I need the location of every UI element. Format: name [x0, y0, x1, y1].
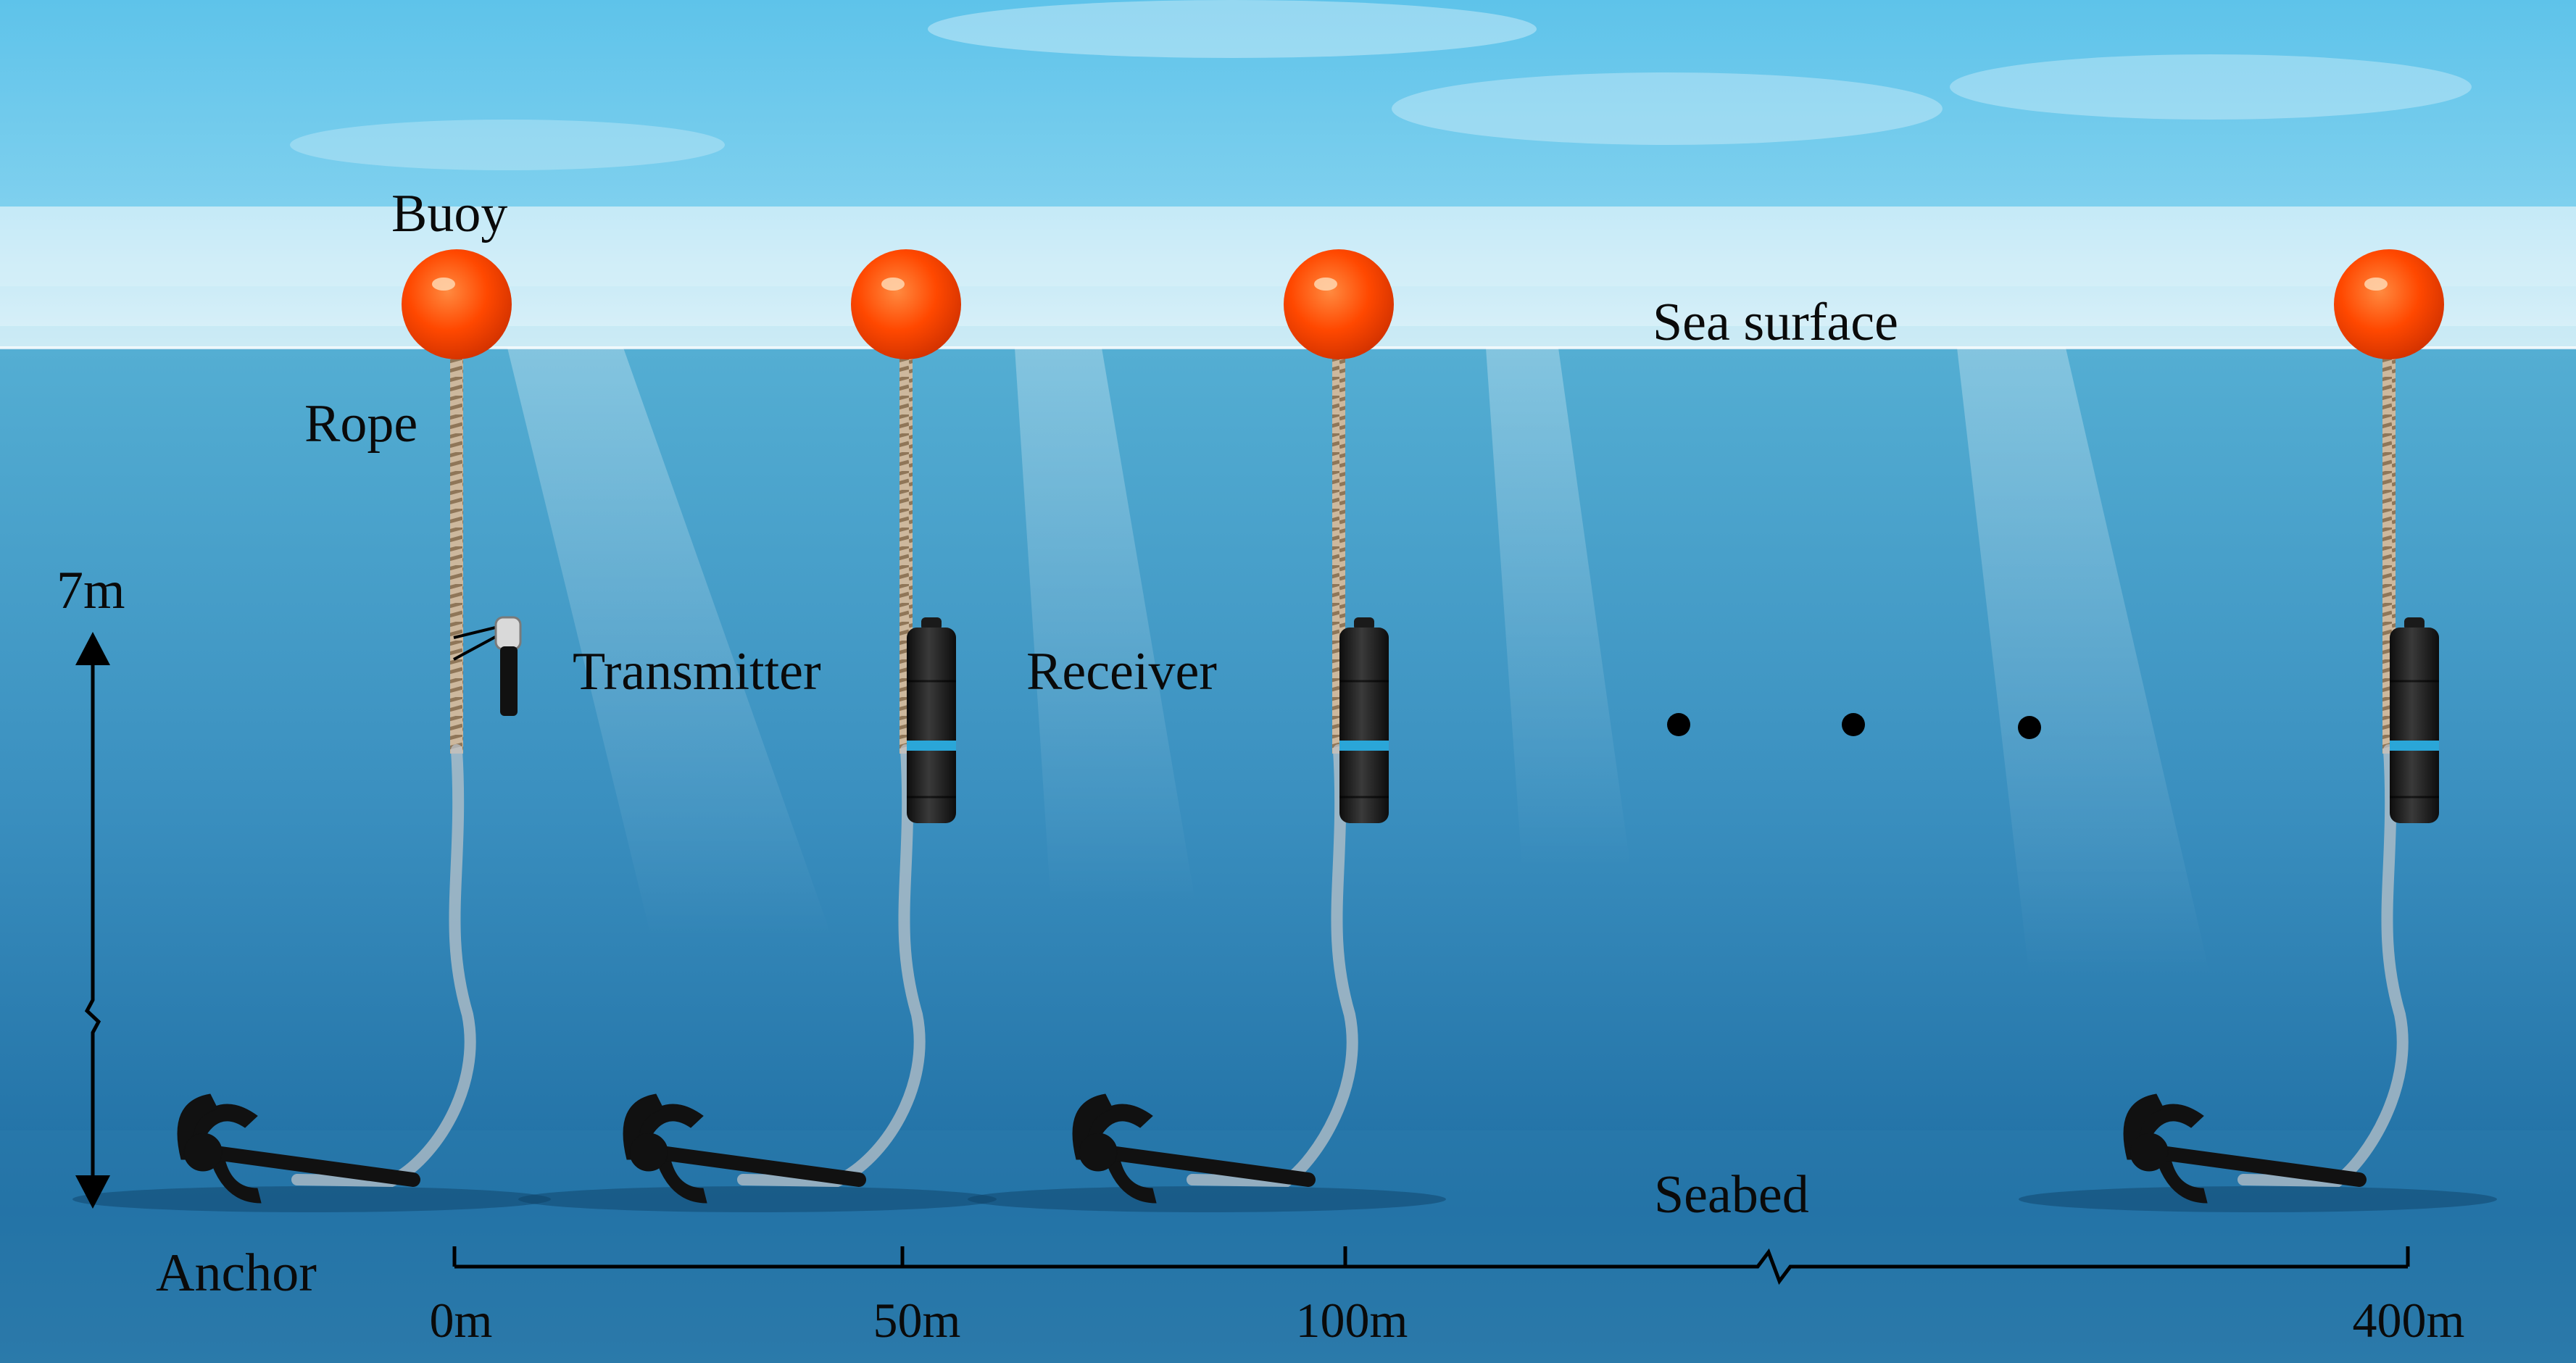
- receiver-icon: [1339, 628, 1389, 823]
- mooring-station: [2019, 249, 2497, 1212]
- receiver-band: [1339, 741, 1389, 751]
- transmitter-head: [494, 616, 522, 651]
- rope-lower: [2238, 744, 2409, 1188]
- distance-tick-0: 0m: [429, 1293, 493, 1348]
- buoy-icon: [2334, 249, 2444, 359]
- receiver-cap: [921, 617, 942, 630]
- clouds: [290, 0, 2472, 170]
- anchor-icon: [1072, 1093, 1316, 1204]
- rope-label: Rope: [304, 394, 418, 454]
- seabed-shadow: [518, 1186, 997, 1212]
- anchor-fluke: [209, 1159, 262, 1204]
- distance-tick-400: 400m: [2352, 1293, 2465, 1348]
- ellipsis-dots: [1667, 713, 2041, 739]
- depth-arrow: [84, 645, 101, 1196]
- seabed-label: Seabed: [1654, 1165, 1809, 1225]
- receiver-icon: [907, 628, 956, 823]
- anchor-crown: [183, 1133, 223, 1172]
- buoy-highlight: [881, 278, 905, 291]
- anchor-fluke: [2156, 1159, 2208, 1204]
- buoy-label: Buoy: [391, 184, 508, 243]
- distance-tick-100: 100m: [1295, 1293, 1408, 1348]
- sea-surface-label: Sea surface: [1653, 293, 1898, 352]
- anchor-crown: [2130, 1133, 2169, 1172]
- anchor-shank: [649, 1145, 866, 1187]
- mooring-station: [72, 249, 551, 1212]
- buoy-icon: [402, 249, 512, 359]
- rope-lower: [737, 744, 926, 1188]
- receiver-cap: [2404, 617, 2425, 630]
- buoy-highlight: [2364, 278, 2388, 291]
- receiver-label: Receiver: [1026, 642, 1217, 701]
- buoy-highlight: [1314, 278, 1337, 291]
- transmitter-label: Transmitter: [573, 642, 821, 701]
- anchor-shank: [1098, 1145, 1316, 1187]
- anchor-crown: [629, 1133, 668, 1172]
- rope-upper: [450, 348, 463, 754]
- buoy-highlight: [432, 278, 455, 291]
- anchor-crown: [1079, 1133, 1118, 1172]
- moorings: [72, 249, 2497, 1212]
- anchor-icon: [623, 1093, 866, 1204]
- rope-lower: [1187, 744, 1358, 1188]
- seabed-shadow: [72, 1186, 551, 1212]
- distance-tick-50: 50m: [873, 1293, 961, 1348]
- surface-haze: [0, 207, 2576, 348]
- anchor-shank: [2149, 1145, 2367, 1187]
- depth-arrow-head-bottom: [75, 1175, 110, 1209]
- buoy-icon: [1284, 249, 1394, 359]
- light-rays: [507, 348, 2211, 978]
- transmitter-icon: [500, 646, 518, 716]
- mooring-station: [518, 249, 997, 1212]
- anchor-fluke: [655, 1159, 707, 1204]
- anchor-icon: [177, 1093, 420, 1204]
- receiver-band: [2390, 741, 2439, 751]
- depth-label: 7m: [57, 561, 125, 620]
- anchor-icon: [2123, 1093, 2367, 1204]
- mooring-station: [968, 249, 1446, 1212]
- receiver-band: [907, 741, 956, 751]
- seabed-floor: [0, 1130, 2576, 1363]
- seabed-shadow: [2019, 1186, 2497, 1212]
- distance-axis: [452, 1246, 2410, 1285]
- anchor-shank: [203, 1145, 420, 1187]
- seabed-shadow: [968, 1186, 1446, 1212]
- receiver-icon: [2390, 628, 2439, 823]
- depth-arrow-head-top: [75, 632, 110, 665]
- receiver-cap: [1354, 617, 1374, 630]
- anchor-fluke: [1105, 1159, 1157, 1204]
- buoy-icon: [851, 249, 961, 359]
- rope-lower: [291, 744, 476, 1188]
- anchor-label: Anchor: [156, 1243, 317, 1303]
